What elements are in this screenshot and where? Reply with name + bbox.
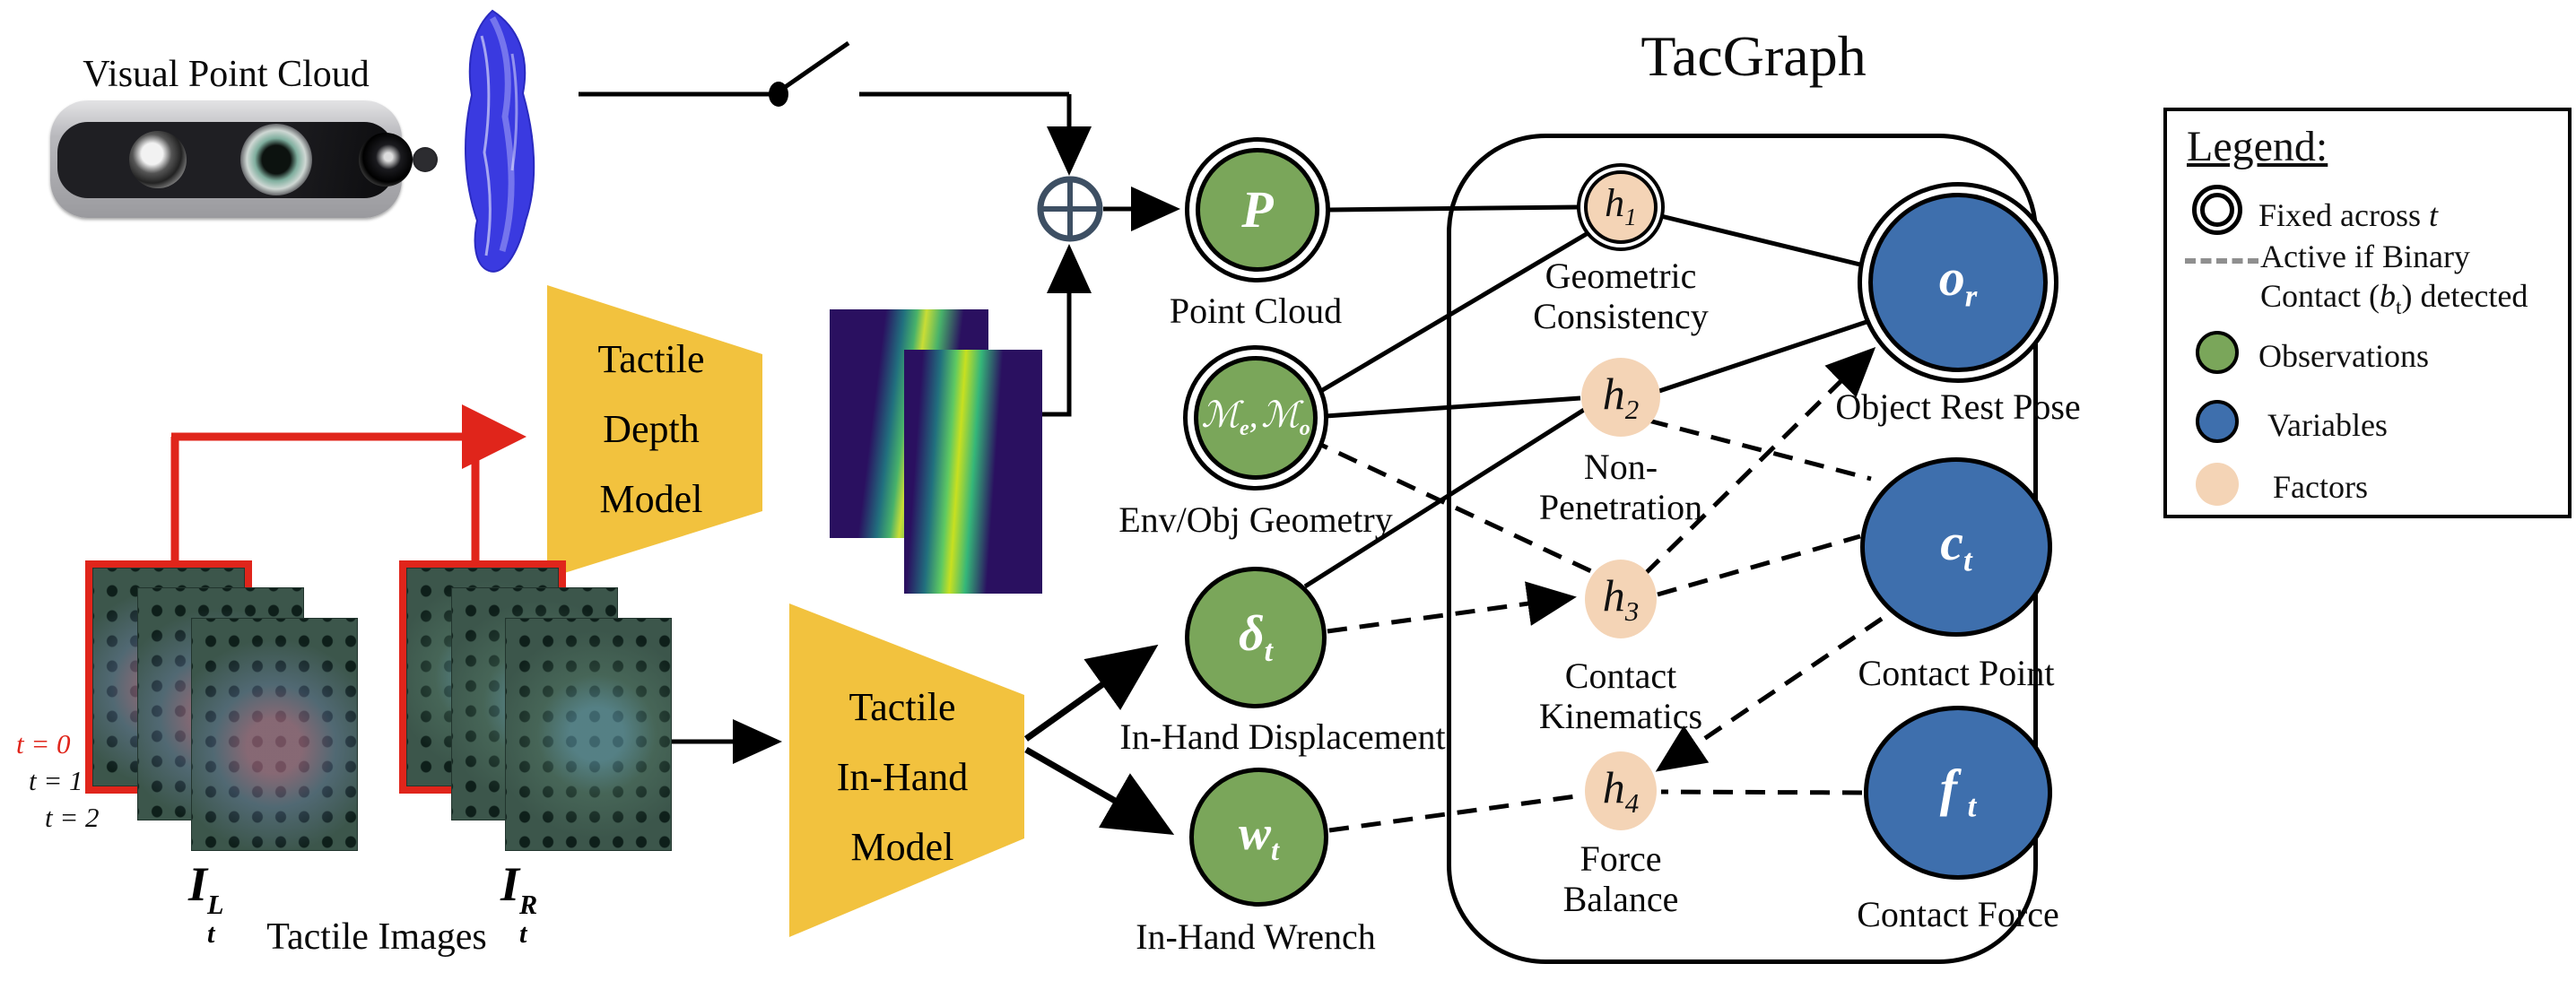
- node-delta: δt: [1185, 567, 1327, 708]
- legend-box: Legend: Fixed across t Active if Binary …: [2163, 108, 2572, 518]
- camera-left-lens-icon: [129, 131, 187, 188]
- fixed-ring-icon: [2192, 185, 2242, 235]
- contact-point-label: Contact Point: [1858, 653, 2055, 693]
- edge-contactforce-h4-dashed: [1660, 789, 1863, 795]
- factor-h3: h3: [1585, 560, 1657, 638]
- edge-h3-restpose-dashed: [1643, 346, 1876, 576]
- edge-geometry-h1: [1313, 230, 1591, 397]
- edge-delta-h3-dashed: [1327, 581, 1577, 634]
- inhand-to-wrench-arrow: [1024, 746, 1175, 835]
- node-wrench: wt: [1189, 768, 1328, 907]
- variables-circle-icon: [2196, 400, 2239, 443]
- node-point-cloud: P: [1185, 137, 1330, 282]
- inhand-to-delta-arrow: [1023, 644, 1159, 742]
- factor-h2: h2: [1581, 358, 1660, 437]
- plus-node-icon: [1037, 176, 1103, 242]
- edge-contactpoint-h4-dashed: [1655, 616, 1884, 772]
- edge-delta-h2: [1303, 407, 1586, 589]
- legend-factors-label: Factors: [2273, 469, 2368, 505]
- timestep-label-t2: t = 2: [45, 802, 100, 833]
- tactile-stack-left: [85, 560, 359, 856]
- timestep-label-t1: t = 1: [29, 765, 83, 796]
- legend-fixed-label: Fixed across t: [2258, 197, 2438, 233]
- tactile-stack-right: [399, 560, 673, 856]
- edge-h2-restpose: [1658, 317, 1873, 394]
- legend-title: Legend:: [2187, 123, 2328, 170]
- factor-h1: h1: [1577, 163, 1665, 251]
- legend-variables-label: Variables: [2267, 407, 2388, 443]
- tactile-images-caption: Tactile Images: [266, 916, 487, 958]
- tactile-inhand-model-shape: [789, 603, 1024, 937]
- edge-geometry-h2: [1325, 395, 1581, 419]
- object-rest-pose-label: Object Rest Pose: [1835, 386, 2081, 427]
- edge-h1-restpose: [1660, 213, 1868, 269]
- in-hand-wrench-label: In-Hand Wrench: [1136, 916, 1376, 957]
- observations-circle-icon: [2196, 331, 2239, 374]
- depth-to-plus-connector: [1039, 244, 1092, 417]
- edge-wrench-h4-dashed: [1328, 793, 1583, 833]
- visual-point-cloud-label: Visual Point Cloud: [83, 54, 370, 95]
- dashed-line-icon: [2185, 258, 2258, 264]
- edge-geometry-h3-dashed: [1308, 437, 1593, 574]
- realsense-camera-image: [50, 100, 438, 218]
- red-tactile-to-depth-connector: [170, 404, 527, 563]
- camera-center-lens-icon: [240, 124, 312, 195]
- camera-right-lens-icon: [359, 133, 413, 187]
- edge-h3-contactpoint-dashed: [1657, 534, 1861, 597]
- tactile-image-right-t2: [505, 618, 672, 851]
- edge-h2-contactpoint-dashed: [1648, 418, 1872, 482]
- tactile-depth-image-2: [904, 350, 1042, 594]
- factors-circle-icon: [2196, 463, 2239, 506]
- in-hand-displacement-label: In-Hand Displacement: [1119, 716, 1446, 757]
- switch-icon: [579, 40, 1069, 107]
- tacgraph-title: TacGraph: [1640, 24, 1867, 88]
- point-cloud-label: Point Cloud: [1169, 291, 1343, 331]
- node-contact-point: ct: [1860, 457, 2052, 637]
- legend-active-label: Active if Binary Contact (bt) detected: [2260, 239, 2528, 320]
- node-geometry: ℳe, ℳo: [1183, 345, 1328, 490]
- camera-ir-dot-icon: [413, 147, 438, 172]
- tactile-image-left-t2: [191, 618, 358, 851]
- non-penetration-label: Non-Penetration: [1538, 447, 1703, 527]
- env-obj-geometry-label: Env/Obj Geometry: [1118, 499, 1393, 540]
- tactile-depth-model-shape: [547, 285, 762, 578]
- camera-faceplate: [57, 122, 395, 198]
- point-cloud-image: [465, 9, 535, 273]
- legend-observations-label: Observations: [2258, 338, 2429, 374]
- node-rest-pose: or: [1858, 182, 2058, 383]
- node-contact-force: f t: [1864, 706, 2052, 880]
- contact-force-label: Contact Force: [1857, 894, 2059, 934]
- factor-h4: h4: [1585, 751, 1657, 830]
- timestep-label-t0: t = 0: [16, 728, 71, 760]
